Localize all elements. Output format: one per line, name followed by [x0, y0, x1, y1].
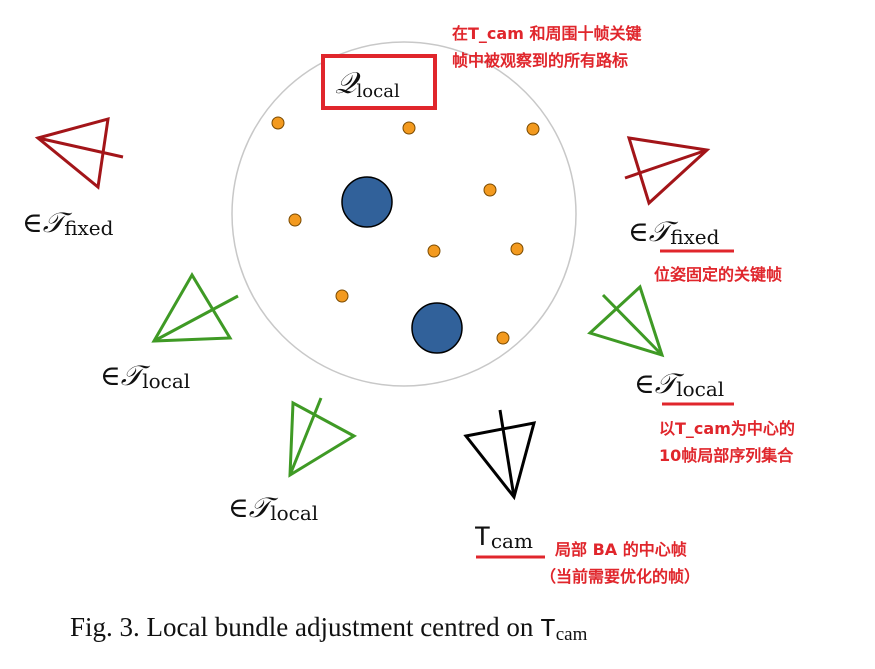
fixed-set-label-left: ∈𝒯fixed — [22, 206, 114, 240]
fixed-keyframe-left — [34, 116, 124, 190]
small-landmarks — [271, 116, 540, 345]
local-set-label-right: ∈𝒯local — [634, 367, 724, 401]
landmark-point — [271, 116, 285, 130]
local-set-label-left: ∈𝒯local — [100, 359, 190, 393]
landmark-point — [496, 331, 510, 345]
landmark-large — [411, 302, 463, 354]
landmarks-note-line1: 在T_cam 和周围十帧关键 — [452, 24, 641, 43]
figure-caption: Fig. 3. Local bundle adjustment centred … — [70, 612, 588, 645]
fixed-note: 位姿固定的关键帧 — [654, 265, 782, 284]
local-note-line2: 10帧局部序列集合 — [659, 446, 794, 465]
cam-note-line1: 局部 BA 的中心帧 — [555, 540, 687, 559]
current-keyframe — [463, 409, 537, 501]
landmark-region-circle — [231, 41, 577, 387]
landmarks-note-line2: 帧中被观察到的所有路标 — [452, 51, 628, 70]
landmark-point — [526, 122, 540, 136]
local-note-line1: 以T_cam为中心的 — [659, 419, 795, 438]
cam-label: Tcam — [474, 523, 533, 554]
local-keyframe-right — [587, 284, 665, 358]
local-keyframe-left — [151, 272, 239, 343]
landmark-point — [402, 121, 416, 135]
fixed-set-label-right: ∈𝒯fixed — [628, 215, 720, 249]
q-local-highlight-box — [321, 54, 437, 110]
local-set-label-bottom: ∈𝒯local — [228, 491, 318, 525]
fixed-keyframe-right — [624, 136, 711, 206]
landmark-point — [288, 213, 302, 227]
cam-note-line2: （当前需要优化的帧） — [540, 567, 700, 586]
landmark-point — [335, 289, 349, 303]
local-keyframe-bottom — [288, 397, 358, 478]
landmark-large — [341, 176, 393, 228]
q-local-label: 𝒬local — [335, 66, 400, 102]
landmark-point — [483, 183, 497, 197]
large-landmarks — [341, 176, 463, 354]
landmark-point — [427, 244, 441, 258]
landmark-point — [510, 242, 524, 256]
